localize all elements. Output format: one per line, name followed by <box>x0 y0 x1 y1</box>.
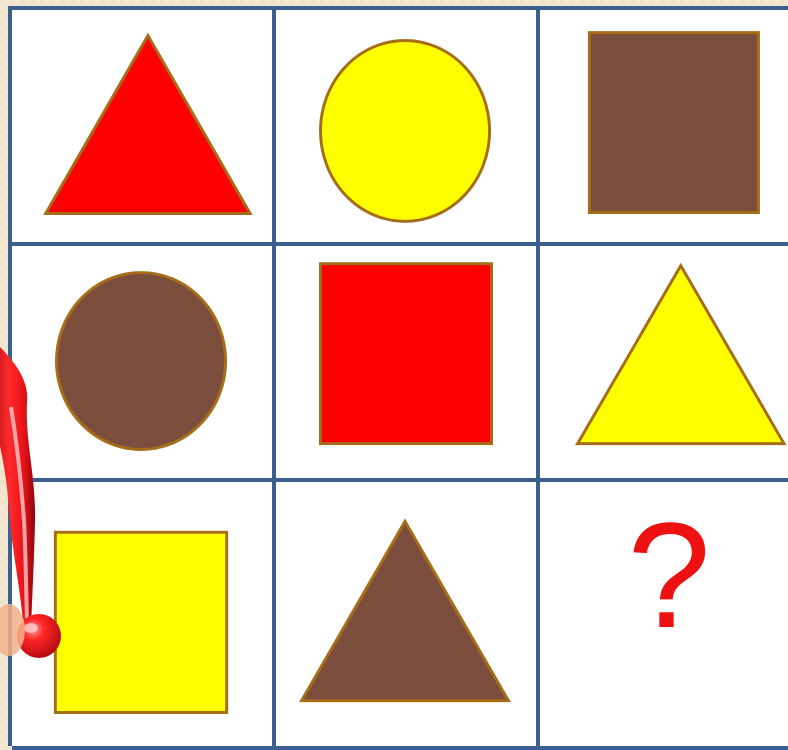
cell-brown-square[interactable] <box>540 10 788 246</box>
brown-square-shape <box>540 10 788 242</box>
red-square-shape <box>276 246 536 478</box>
puzzle-grid: ? <box>8 6 788 746</box>
cell-brown-circle[interactable] <box>12 246 276 482</box>
cell-red-square[interactable] <box>276 246 540 482</box>
yellow-triangle-shape <box>540 246 788 478</box>
question-mark: ? <box>540 482 788 746</box>
cell-missing-answer[interactable]: ? <box>540 482 788 750</box>
yellow-circle-shape <box>276 10 536 242</box>
yellow-square-shape <box>12 482 272 746</box>
cell-brown-triangle[interactable] <box>276 482 540 750</box>
cell-yellow-square[interactable] <box>12 482 276 750</box>
brown-triangle-shape <box>276 482 536 746</box>
cell-red-triangle[interactable] <box>12 10 276 246</box>
red-triangle-shape <box>12 10 272 242</box>
cell-yellow-circle[interactable] <box>276 10 540 246</box>
brown-circle-shape <box>12 246 272 478</box>
cell-yellow-triangle[interactable] <box>540 246 788 482</box>
